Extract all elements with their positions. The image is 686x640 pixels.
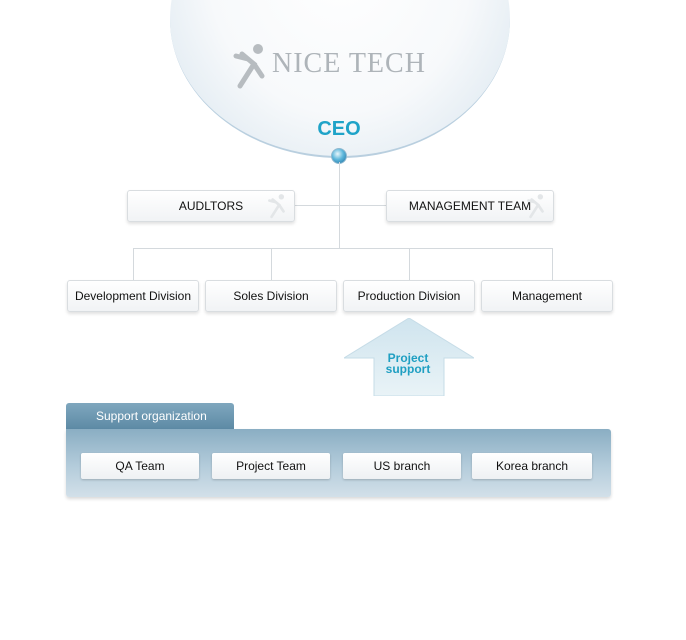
division-label: Soles Division [233, 289, 309, 303]
management-team-box: MANAGEMENT TEAM [386, 190, 554, 222]
division-development: Development Division [67, 280, 199, 312]
connector-division-4 [552, 248, 553, 280]
division-label: Development Division [74, 289, 192, 303]
logo-text: NICE TECH [272, 48, 426, 79]
connector-division-1 [133, 248, 134, 280]
division-label: Management [511, 289, 583, 303]
running-figure-icon [233, 44, 265, 89]
management-team-label: MANAGEMENT TEAM [408, 199, 532, 213]
connector-top-units [294, 205, 386, 206]
support-organization-title: Support organization [96, 409, 207, 423]
division-management: Management [481, 280, 613, 312]
support-unit-us-branch: US branch [343, 453, 461, 479]
division-soles: Soles Division [205, 280, 337, 312]
support-organization-tab: Support organization [66, 403, 234, 429]
support-unit-qa-team: QA Team [81, 453, 199, 479]
running-figure-icon [527, 194, 544, 219]
connector-division-3 [409, 248, 410, 280]
support-unit-korea-branch: Korea branch [472, 453, 592, 479]
project-support-label: Project support [385, 351, 431, 376]
division-label: Production Division [357, 289, 461, 303]
up-arrow-icon [344, 318, 474, 396]
auditors-label: AUDLTORS [178, 199, 244, 213]
logo: NICE TECH [232, 42, 442, 90]
connector-division-2 [271, 248, 272, 280]
support-organization-panel: QA Team Project Team US branch Korea bra… [66, 429, 611, 497]
running-figure-icon [268, 194, 285, 219]
division-production: Production Division [343, 280, 475, 312]
auditors-box: AUDLTORS [127, 190, 295, 222]
ceo-label: CEO [317, 118, 361, 140]
connector-divisions-horizontal [133, 248, 553, 249]
support-unit-project-team: Project Team [212, 453, 330, 479]
